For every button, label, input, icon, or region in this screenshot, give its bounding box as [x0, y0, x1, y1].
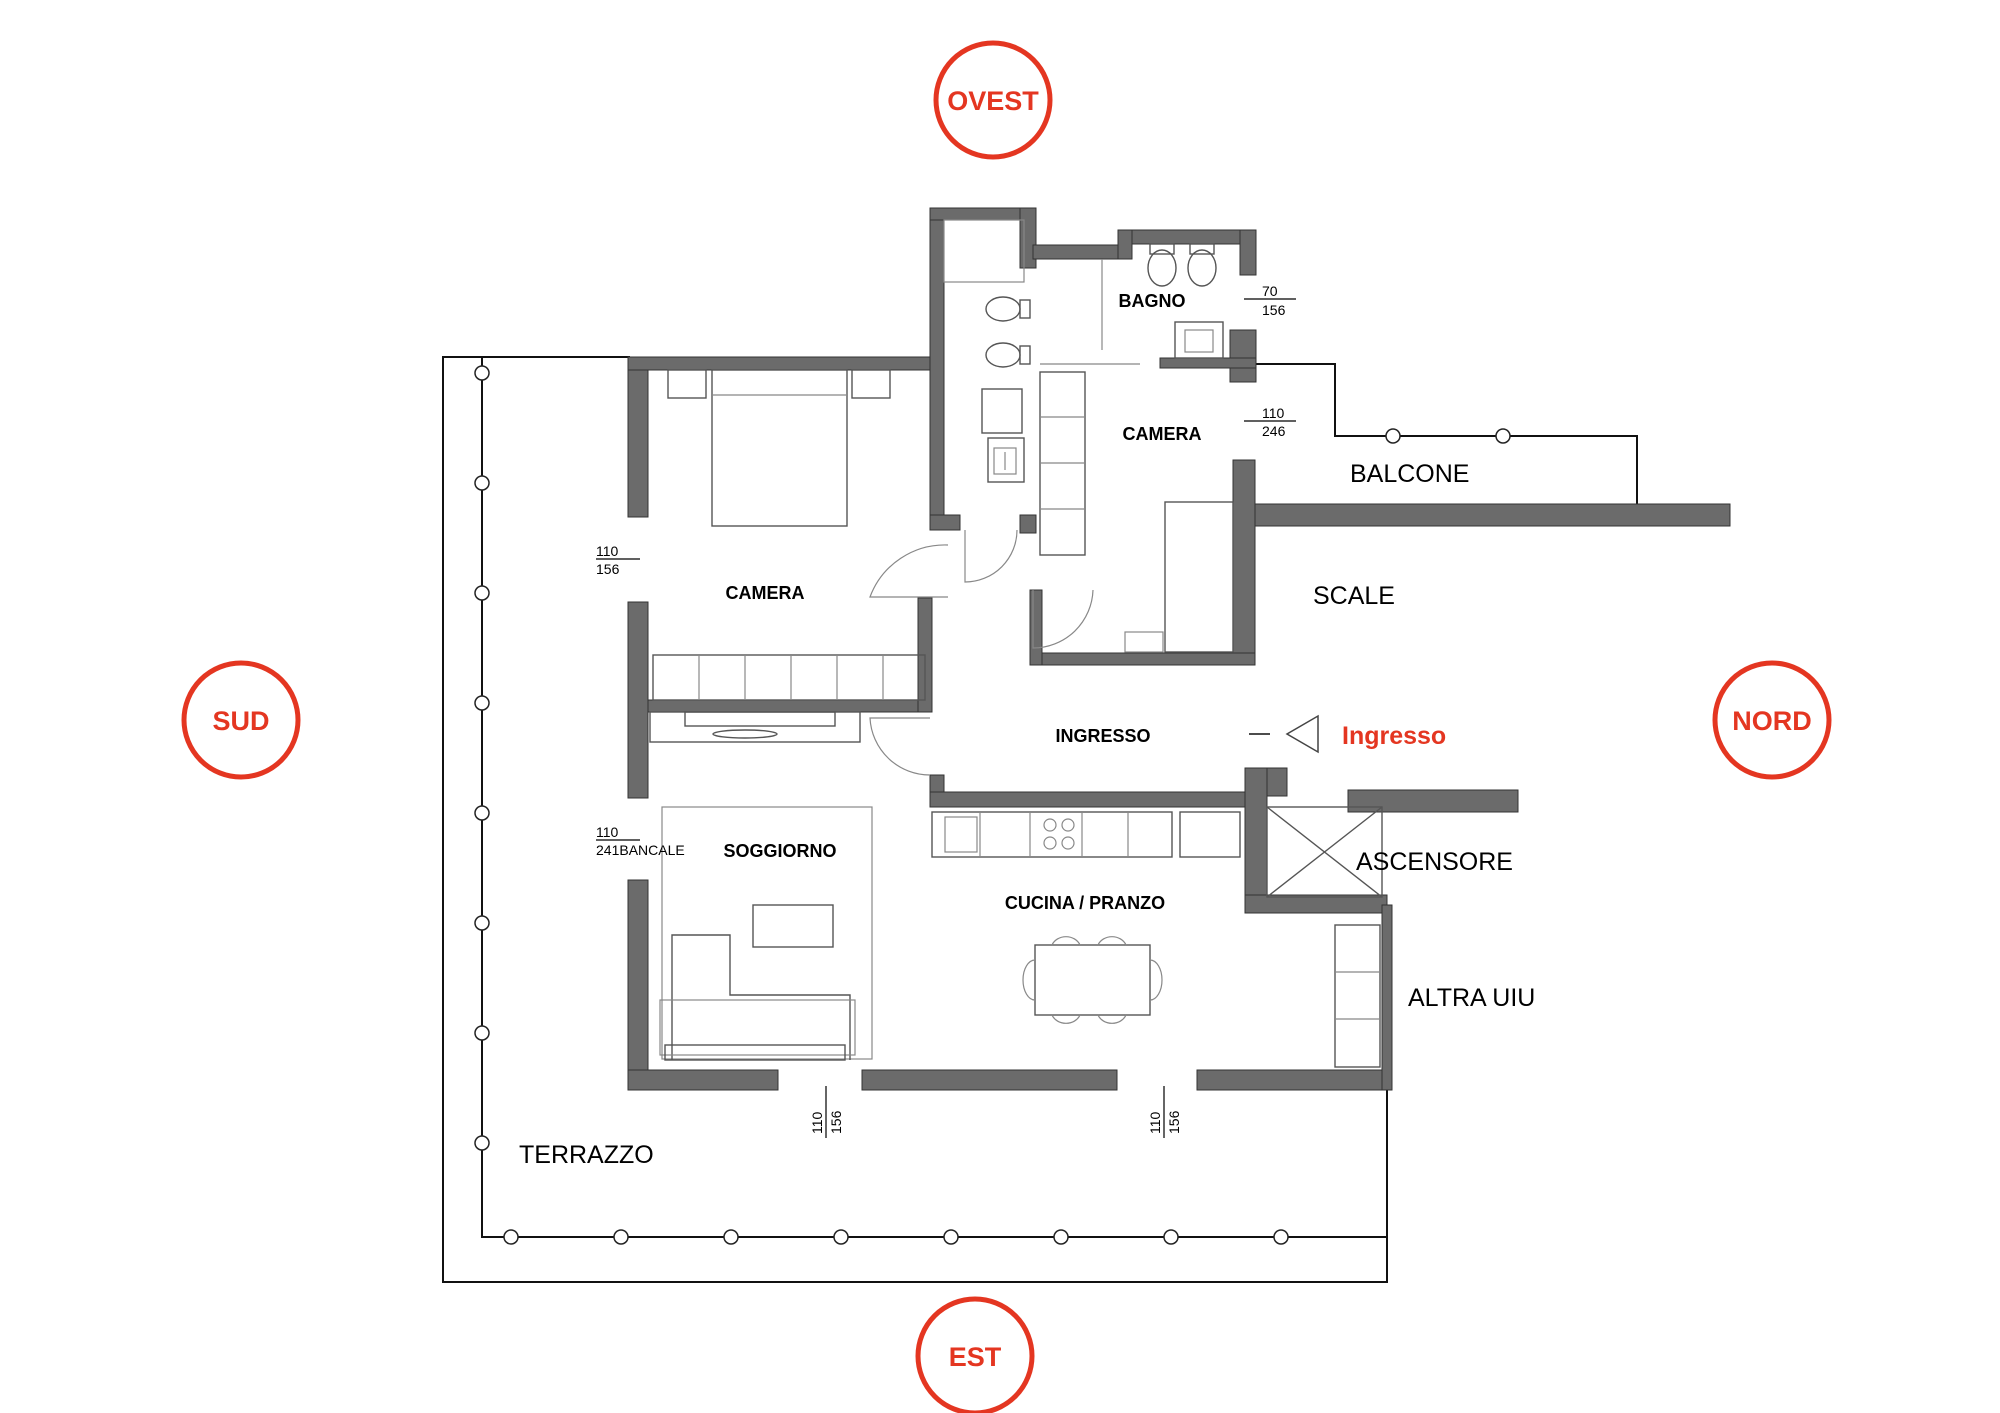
compass-south: SUD: [181, 660, 301, 780]
compass-west-label: OVEST: [947, 86, 1039, 116]
doors: [869, 529, 1094, 776]
dim-top: 70: [1262, 283, 1278, 299]
dim-bottom: 156: [1166, 1110, 1182, 1134]
compass-east-label: EST: [949, 1342, 1002, 1372]
elevator-shaft: [1266, 806, 1383, 898]
entrance-arrow: [1249, 714, 1319, 754]
dim-bottom: 156: [1262, 302, 1286, 318]
compass-south-label: SUD: [212, 706, 269, 736]
compass-north: NORD: [1712, 660, 1832, 780]
window-dimension-est-2: 110 156: [1147, 1086, 1182, 1138]
dim-top: 110: [1262, 405, 1285, 421]
window-dimension-camera-left: 110 156: [596, 543, 640, 577]
walls: [627, 207, 1731, 1091]
window-dimension-bagno: 70 156: [1244, 283, 1296, 318]
compass-west: OVEST: [933, 40, 1053, 160]
single-bed: [1124, 501, 1234, 653]
sideboard: [1334, 924, 1381, 1068]
terrace-railing-posts: [474, 365, 1289, 1245]
room-label-cucina: CUCINA / PRANZO: [1005, 893, 1165, 913]
area-label-altra-uiu: ALTRA UIU: [1408, 984, 1535, 1012]
living-room-rug: [661, 806, 873, 1060]
dim-top: 110: [596, 543, 619, 559]
camera-top-wardrobe: [1039, 371, 1086, 556]
dim-bottom: 156: [596, 561, 620, 577]
sofa: [659, 934, 856, 1061]
window-dimension-est-1: 110 156: [809, 1086, 844, 1138]
dim-bottom: 156: [828, 1110, 844, 1134]
dim-bottom: 241BANCALE: [596, 842, 685, 858]
area-label-scale: SCALE: [1313, 582, 1395, 610]
tv-unit: [649, 711, 861, 743]
balcony-outline: [1255, 363, 1638, 504]
room-label-camera-left: CAMERA: [726, 583, 805, 603]
terrace-outline: [442, 356, 1388, 1283]
coffee-table: [752, 904, 834, 948]
room-label-bagno: BAGNO: [1119, 291, 1186, 311]
dining-table: [1022, 936, 1163, 1024]
area-label-ascensore: ASCENSORE: [1356, 848, 1513, 876]
wardrobe: [652, 654, 926, 701]
area-label-balcone: BALCONE: [1350, 460, 1469, 488]
wc-fixtures-corridor: [943, 219, 1031, 483]
bed: [667, 369, 891, 527]
dim-top: 110: [596, 824, 619, 840]
dim-top: 110: [809, 1111, 825, 1134]
dim-top: 110: [1147, 1111, 1163, 1134]
compass-north-label: NORD: [1732, 706, 1812, 736]
room-label-soggiorno: SOGGIORNO: [723, 841, 836, 861]
kitchen-counter: [931, 811, 1241, 858]
window-dimension-camera-top: 110 246: [1244, 405, 1296, 439]
window-dimension-soggiorno: 110 241BANCALE: [596, 824, 685, 858]
bathroom-fixtures: [1040, 243, 1224, 365]
area-label-terrazzo: TERRAZZO: [519, 1141, 654, 1169]
entrance-label: Ingresso: [1342, 722, 1446, 750]
room-label-camera-top: CAMERA: [1123, 424, 1202, 444]
dim-bottom: 246: [1262, 423, 1286, 439]
room-label-ingresso: INGRESSO: [1055, 726, 1150, 746]
compass-east: EST: [915, 1296, 1035, 1413]
